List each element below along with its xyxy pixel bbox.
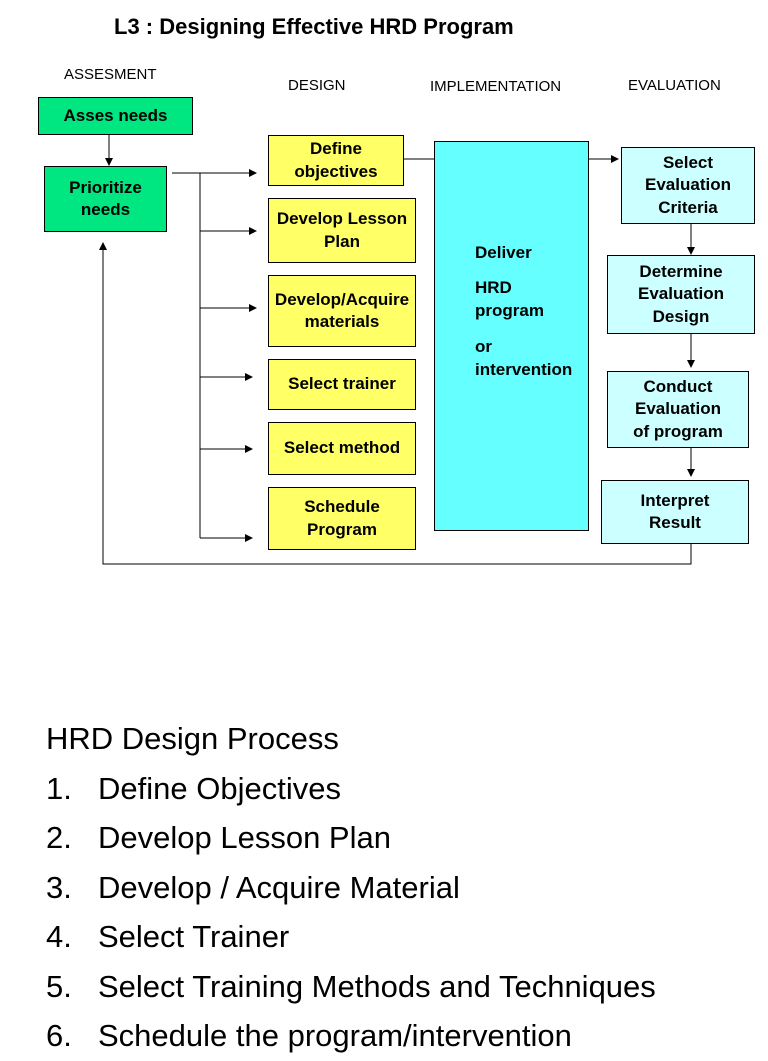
box-select-method: Select method [268, 422, 416, 475]
feedback-loop-arrow [99, 242, 692, 565]
box-develop-acquire-materials: Develop/Acquire materials [268, 275, 416, 347]
deliver-text-line3: or intervention [475, 337, 573, 379]
process-list-heading: HRD Design Process [46, 721, 339, 756]
deliver-text-line1: Deliver [475, 243, 532, 262]
process-list-item: 1.Define Objectives [46, 770, 341, 806]
box-interpret-result: Interpret Result [601, 480, 749, 544]
phase-label-implementation: IMPLEMENTATION [430, 78, 562, 95]
box-develop-lesson-plan: Develop Lesson Plan [268, 198, 416, 263]
process-list-item: 4.Select Trainer [46, 919, 290, 954]
process-list-item: 5.Select Training Methods and Techniques [46, 968, 656, 1004]
process-list-item: 6.Schedule the program/intervention [46, 1018, 572, 1053]
box-select-evaluation-criteria: Select Evaluation Criteria [621, 147, 755, 224]
box-conduct-evaluation: Conduct Evaluation of program [607, 371, 749, 448]
box-prioritize-needs: Prioritize needs [44, 166, 167, 232]
page-title: L3 : Designing Effective HRD Program [114, 14, 514, 39]
phase-label-assessment: ASSESMENT [64, 66, 157, 83]
box-deliver-hrd-program [434, 141, 589, 531]
box-asses-needs: Asses needs [38, 97, 193, 135]
box-select-trainer: Select trainer [268, 359, 416, 410]
phase-label-evaluation: EVALUATION [628, 77, 721, 94]
process-list-item: 3.Develop / Acquire Material [46, 869, 460, 905]
deliver-text-line2: HRD program [475, 278, 544, 320]
box-schedule-program: Schedule Program [268, 487, 416, 550]
box-define-objectives: Define objectives [268, 135, 404, 186]
phase-label-design: DESIGN [288, 77, 346, 94]
box-determine-evaluation-design: Determine Evaluation Design [607, 255, 755, 334]
process-list: HRD Design Process 1.Define Objectives 2… [46, 714, 656, 1061]
process-list-item: 2.Develop Lesson Plan [46, 820, 391, 855]
